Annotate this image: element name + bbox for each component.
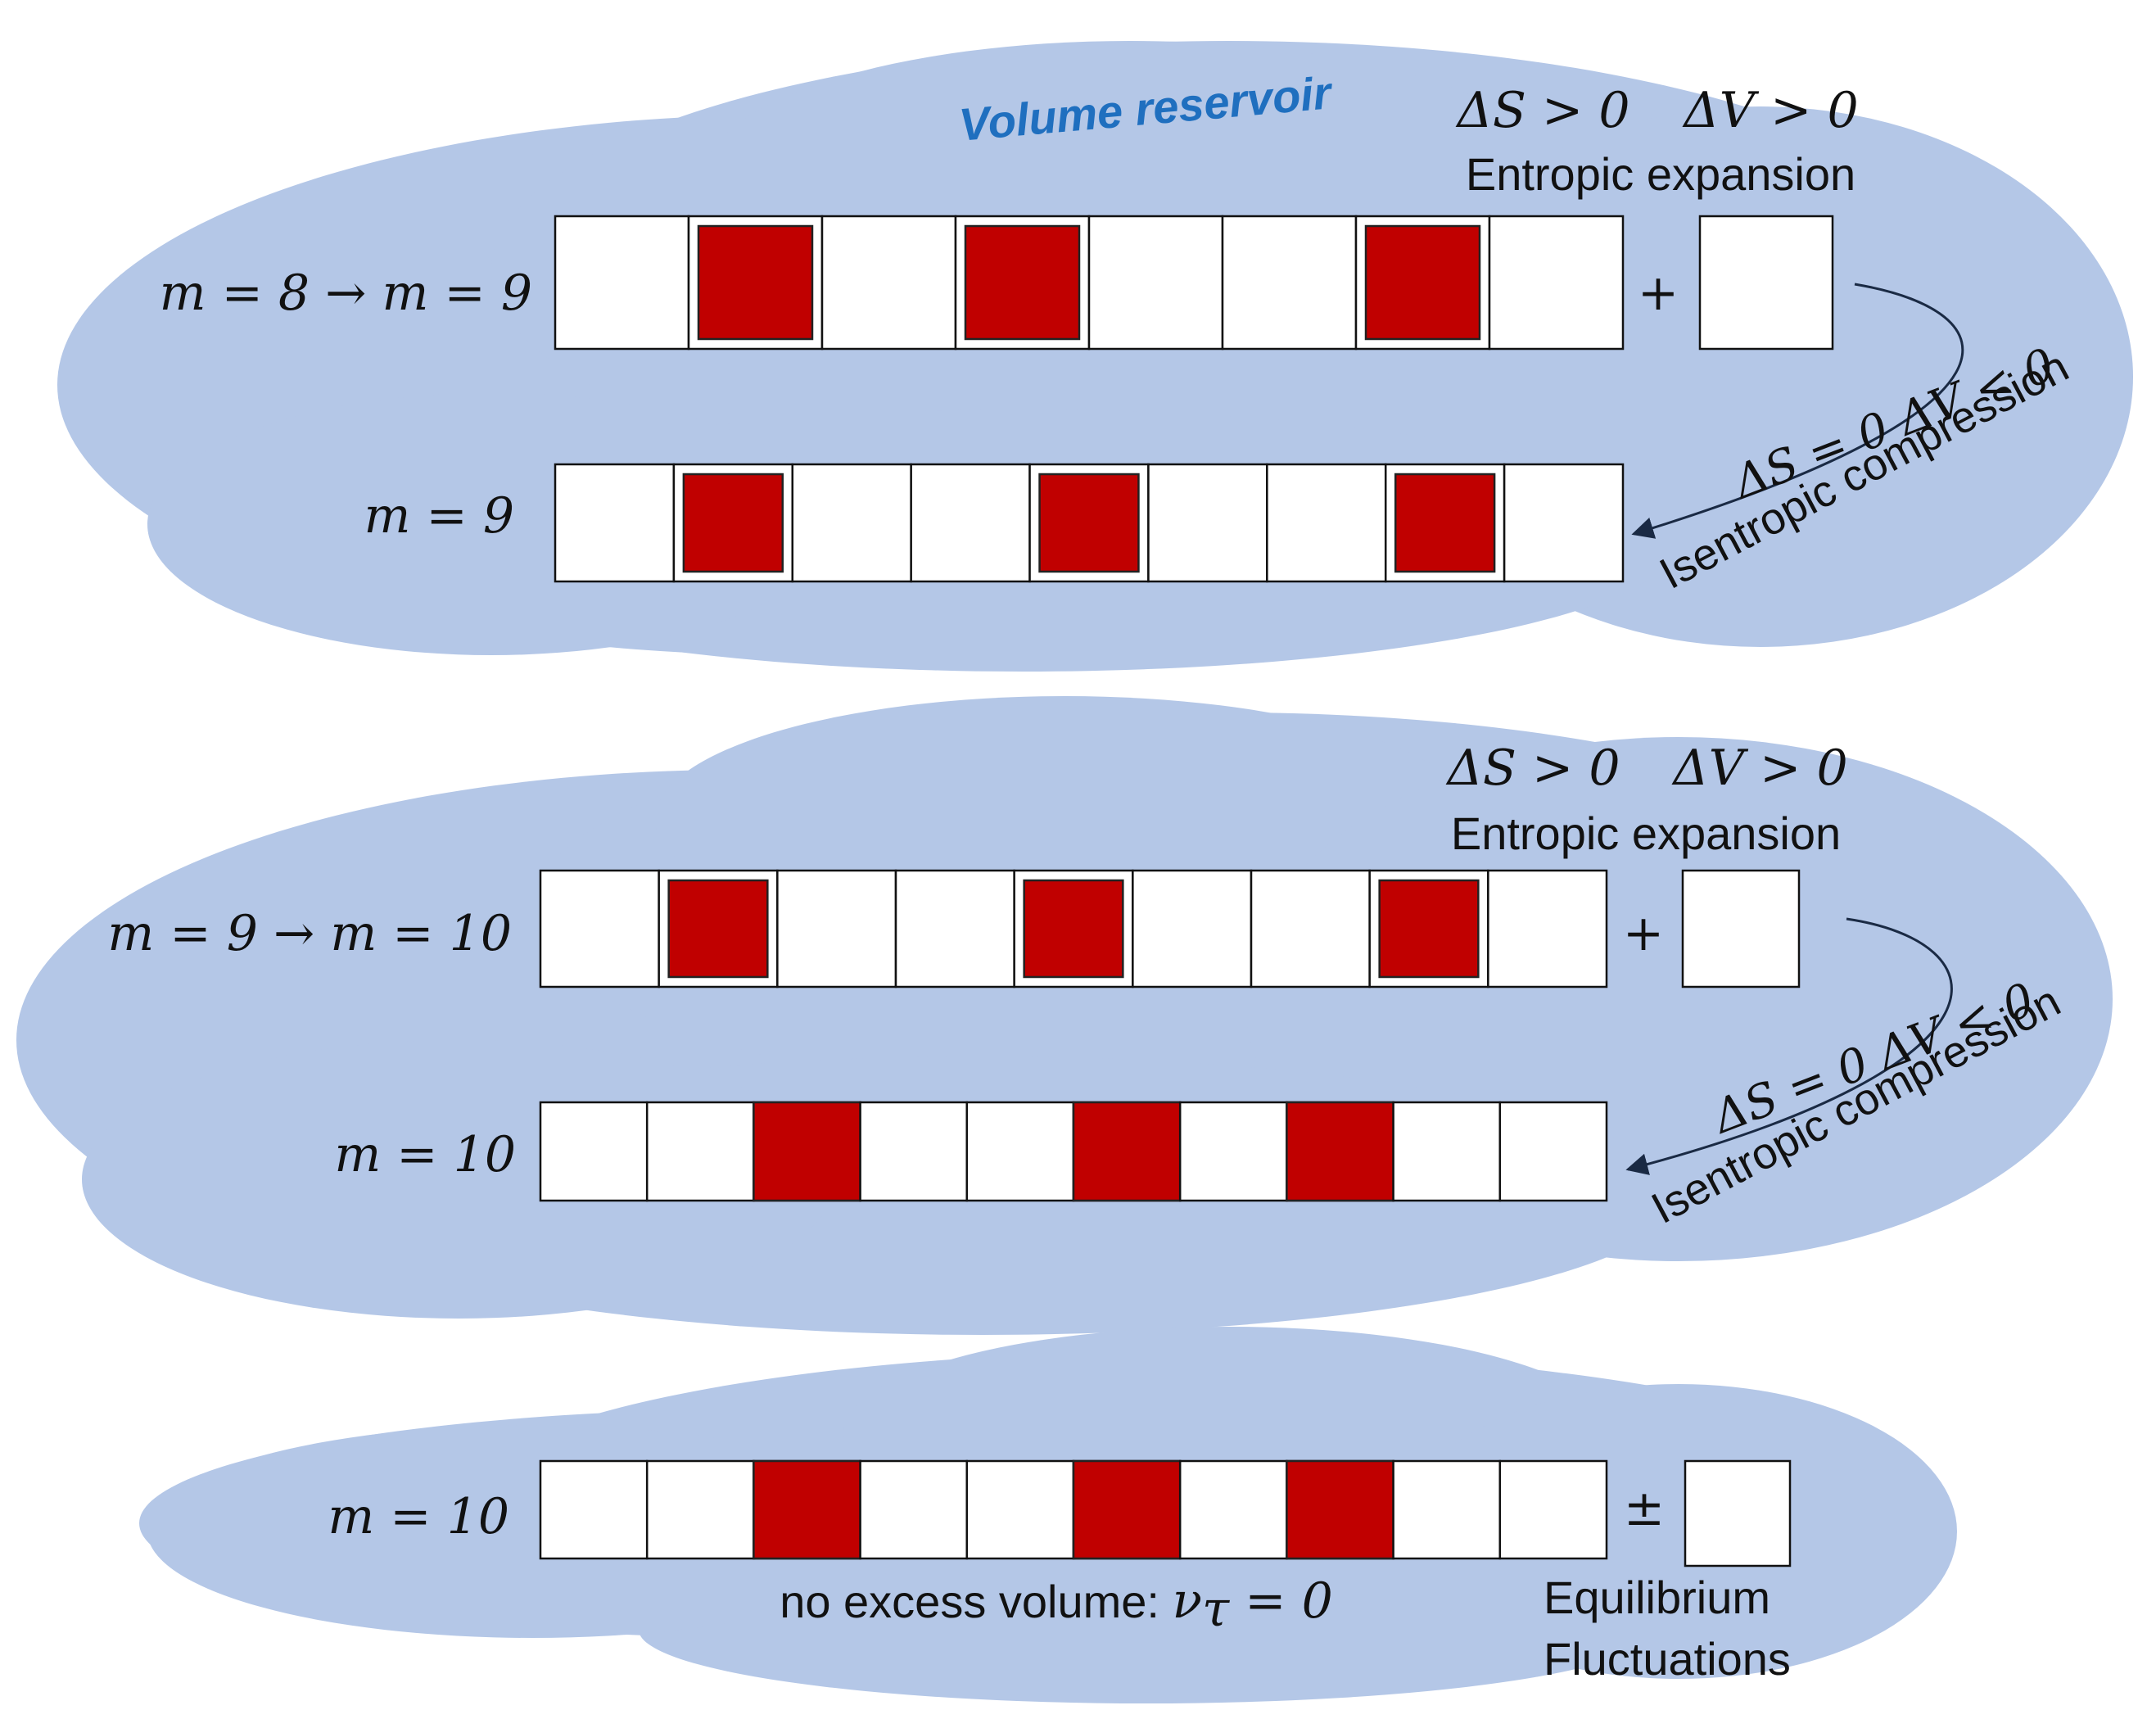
fluctuations-label: Fluctuations xyxy=(1544,1633,1791,1685)
lattice-cell-empty xyxy=(1266,463,1387,583)
lattice-cell-empty xyxy=(965,1459,1075,1560)
particle-square xyxy=(682,473,784,573)
spare-volume-cell-3 xyxy=(1684,1459,1792,1567)
lattice-row-m10-equilibrium xyxy=(539,1459,1608,1560)
lattice-cell-empty xyxy=(1250,869,1371,988)
particle-square xyxy=(753,1101,861,1202)
entropic-expansion-label-1: Entropic expansion xyxy=(1466,148,1855,200)
delta-s-positive-2: ΔS > 0 xyxy=(1445,740,1620,797)
lattice-cell-empty xyxy=(539,1459,649,1560)
delta-v-positive-2: ΔV > 0 xyxy=(1671,740,1847,797)
lattice-cell-empty xyxy=(539,1101,649,1202)
lattice-cell-empty xyxy=(1392,1459,1502,1560)
particle-square xyxy=(964,224,1081,341)
particle-square xyxy=(697,224,814,341)
lattice-cell-empty xyxy=(1487,869,1608,988)
lattice-cell-empty xyxy=(554,215,690,351)
lattice-cell-empty xyxy=(1147,463,1268,583)
lattice-cell-empty xyxy=(1178,1459,1288,1560)
delta-s-positive-1: ΔS > 0 xyxy=(1455,82,1629,139)
lattice-cell-empty xyxy=(539,869,660,988)
lattice-cell-empty xyxy=(1392,1101,1502,1202)
compression-arrow-2 xyxy=(1625,917,1953,1175)
row-label-m9: m = 9 xyxy=(364,487,515,545)
excess-volume-subscript: τ xyxy=(1202,1581,1230,1638)
plus-sign-2: + xyxy=(1623,905,1664,962)
delta-v-positive-1: ΔV > 0 xyxy=(1682,82,1858,139)
particle-square xyxy=(1286,1101,1394,1202)
lattice-cell-empty xyxy=(910,463,1031,583)
excess-volume-equals-zero: = 0 xyxy=(1229,1572,1333,1630)
lattice-cell-empty xyxy=(1178,1101,1288,1202)
lattice-cell-empty xyxy=(1503,463,1625,583)
lattice-row-m10 xyxy=(539,1101,1608,1202)
no-excess-volume-label: no excess volume: ντ = 0 xyxy=(780,1572,1333,1638)
particle-square xyxy=(1072,1459,1182,1560)
particle-square xyxy=(1286,1459,1394,1560)
lattice-row-m8-to-m9 xyxy=(554,215,1625,351)
lattice-row-m9 xyxy=(554,463,1625,583)
row-label-m8-to-m9: m = 8 → m = 9 xyxy=(160,265,532,322)
lattice-cell-empty xyxy=(776,869,897,988)
lattice-cell-empty xyxy=(1498,1101,1608,1202)
row-label-m9-to-m10: m = 9 → m = 10 xyxy=(107,905,512,962)
lattice-cell-empty xyxy=(1132,869,1253,988)
particle-square xyxy=(1394,473,1496,573)
lattice-cell-empty xyxy=(1087,215,1224,351)
lattice-cell-empty xyxy=(554,463,676,583)
lattice-cell-empty xyxy=(1498,1459,1608,1560)
plus-sign-1: + xyxy=(1638,265,1679,322)
lattice-row-m9-to-m10 xyxy=(539,869,1608,988)
particle-square xyxy=(753,1459,861,1560)
row-label-m10: m = 10 xyxy=(334,1126,516,1183)
particle-square xyxy=(1364,224,1481,341)
lattice-cell-empty xyxy=(645,1459,755,1560)
spare-volume-cell-1 xyxy=(1698,215,1834,351)
particle-square xyxy=(1023,879,1124,979)
particle-square xyxy=(1378,879,1480,979)
lattice-cell-empty xyxy=(1221,215,1358,351)
row-label-m10-equilibrium: m = 10 xyxy=(328,1488,509,1545)
lattice-cell-empty xyxy=(859,1101,969,1202)
lattice-cell-empty xyxy=(645,1101,755,1202)
equilibrium-label: Equilibrium xyxy=(1544,1572,1770,1623)
lattice-cell-empty xyxy=(859,1459,969,1560)
particle-square xyxy=(1072,1101,1182,1202)
spare-volume-cell-2 xyxy=(1681,869,1801,988)
lattice-cell-empty xyxy=(791,463,912,583)
lattice-cell-empty xyxy=(820,215,957,351)
lattice-layer xyxy=(539,215,1834,1567)
compression-arrow-1 xyxy=(1631,283,1964,539)
entropic-expansion-label-2: Entropic expansion xyxy=(1451,807,1841,859)
excess-volume-symbol: ν xyxy=(1173,1572,1202,1630)
lattice-cell-empty xyxy=(894,869,1015,988)
particle-square xyxy=(667,879,769,979)
lattice-cell-empty xyxy=(1488,215,1625,351)
particle-square xyxy=(1038,473,1140,573)
plus-minus-sign: ± xyxy=(1624,1480,1665,1537)
lattice-cell-empty xyxy=(965,1101,1075,1202)
no-excess-volume-prefix: no excess volume: xyxy=(780,1576,1172,1627)
